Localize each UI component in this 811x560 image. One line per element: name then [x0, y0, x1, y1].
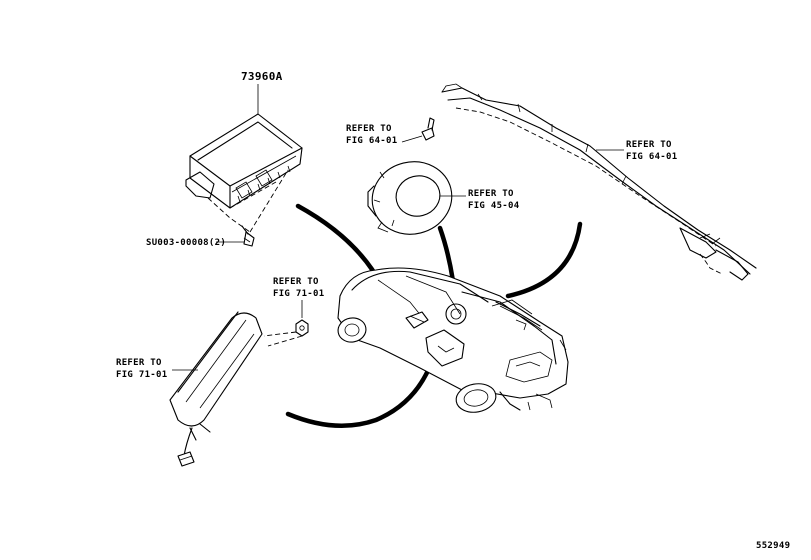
refer-seat-nut-line2: FIG 71-01 — [273, 289, 324, 299]
refer-wheel-line1: REFER TO — [468, 189, 514, 199]
pointer-arc-curtain — [505, 221, 583, 299]
module-mount-dashes — [207, 169, 289, 233]
refer-top-line2: FIG 64-01 — [346, 136, 397, 146]
bolt-icon[interactable] — [241, 225, 255, 247]
refer-right-line1: REFER TO — [626, 140, 672, 150]
airbag-sensor-module[interactable] — [185, 113, 303, 209]
bolt-label: SU003-00008(2) — [146, 238, 226, 248]
clip-icon[interactable] — [421, 117, 435, 141]
curtain-airbag[interactable] — [441, 83, 757, 281]
refer-seat-line2: FIG 71-01 — [116, 370, 167, 380]
refer-seat-line1: REFER TO — [116, 358, 162, 368]
nut-dashes — [263, 331, 303, 347]
figure-id: 552949 — [756, 541, 790, 551]
nut-icon[interactable] — [295, 319, 309, 337]
vehicle-illustration — [337, 267, 569, 413]
refer-wheel-line2: FIG 45-04 — [468, 201, 520, 211]
clip-leader — [401, 135, 423, 143]
pointer-arc-seat — [285, 363, 433, 429]
steering-wheel-airbag[interactable] — [364, 153, 459, 242]
refer-seat-nut-line1: REFER TO — [273, 277, 319, 287]
refer-top-line1: REFER TO — [346, 124, 392, 134]
seat-side-airbag[interactable] — [169, 311, 263, 467]
refer-right-line2: FIG 64-01 — [626, 152, 677, 162]
interior-airbag-components — [405, 301, 543, 367]
part-number-label: 73960A — [241, 70, 283, 83]
